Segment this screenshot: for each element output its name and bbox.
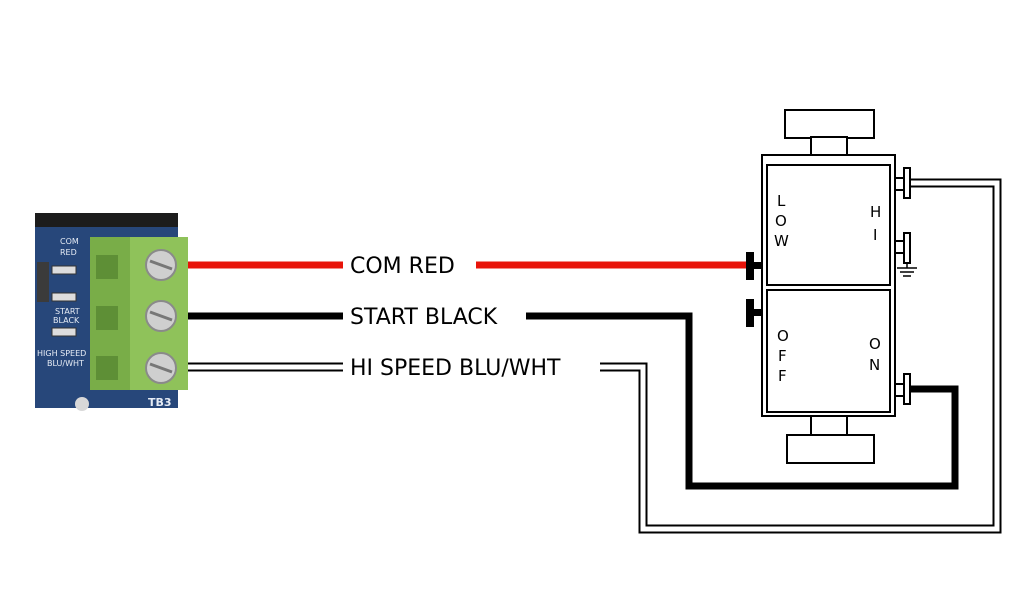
wire-hi-speed-seg2-inner: [600, 180, 1000, 532]
wire-label-com-red: COM RED: [350, 254, 455, 279]
screw-hispeed: [145, 352, 177, 384]
switch-label-hi-i: I: [873, 226, 877, 244]
pcb-label-high-speed: HIGH SPEED: [37, 349, 86, 358]
pcb-mount-hole: [75, 397, 89, 411]
wire-label-start-black: START BLACK: [350, 305, 498, 330]
switch-label-off-f2: F: [778, 367, 787, 385]
switch-rocker-bottom: [766, 289, 891, 413]
pcb-resistor: [51, 265, 77, 275]
pcb-label-start: START: [55, 307, 80, 316]
pcb-top-edge: [35, 213, 178, 227]
pcb-label-blu-wht: BLU/WHT: [47, 359, 84, 368]
screw-start: [145, 300, 177, 332]
switch-mount-bottom-neck: [810, 415, 848, 437]
screw-com: [145, 249, 177, 281]
switch-terminal-right-ground: [894, 232, 911, 264]
switch-label-on-n: N: [869, 356, 880, 374]
switch-terminal-right-hi: [894, 167, 911, 199]
switch-terminal-right-on: [894, 373, 911, 405]
switch-label-off-f1: F: [778, 347, 787, 365]
switch-mount-bottom: [786, 434, 875, 464]
wire-start-black-seg2: [526, 312, 959, 490]
switch-label-on-o: O: [869, 335, 881, 353]
pcb-board-id: TB3: [148, 396, 172, 409]
pcb-resistor: [51, 292, 77, 302]
pcb-label-black: BLACK: [53, 316, 80, 325]
terminal-board: COM RED START BLACK HIGH SPEED BLU/WHT T…: [35, 213, 188, 411]
wire-label-hi-speed: HI SPEED BLU/WHT: [350, 356, 561, 381]
wire-hi-speed: HI SPEED BLU/WHT: [188, 178, 1002, 534]
pcb-component: [37, 262, 49, 302]
switch-label-off-o: O: [777, 327, 789, 345]
switch-label-low-w: W: [774, 232, 789, 250]
switch-mount-top: [784, 109, 875, 139]
switch-terminal-left-top-stem: [750, 262, 762, 269]
switch-label-hi-h: H: [870, 203, 881, 221]
ground-icon: [897, 262, 917, 277]
switch-rocker-top: [766, 164, 891, 286]
wire-com-red: COM RED: [188, 254, 750, 279]
wire-start-black: START BLACK: [188, 305, 959, 490]
switch-mount-top-neck: [810, 136, 848, 156]
terminal-slot: [96, 306, 118, 330]
pcb-label-com: COM: [60, 237, 79, 246]
switch-label-low-l: L: [777, 192, 786, 210]
switch-terminal-left-bottom-stem: [750, 309, 762, 316]
terminal-slot: [96, 356, 118, 380]
terminal-slot: [96, 255, 118, 279]
pcb-resistor: [51, 327, 77, 337]
switch-label-low-o: O: [775, 212, 787, 230]
dual-rocker-switch: L O W H I O F F O N: [746, 109, 917, 464]
pcb-label-red: RED: [60, 248, 77, 257]
